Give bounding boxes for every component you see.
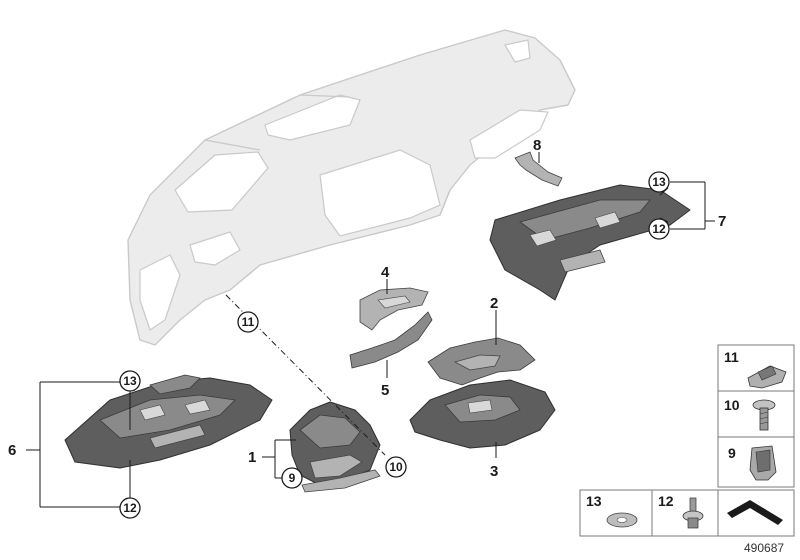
knee-cover-left-part-6 — [64, 374, 273, 469]
legend-item-12: 12 — [651, 489, 719, 537]
callout-11: 11 — [237, 311, 259, 333]
svg-text:12: 12 — [658, 493, 674, 509]
dashboard-illustration — [127, 29, 576, 346]
callout-12-right: 12 — [648, 218, 670, 240]
legend-item-13: 13 — [579, 489, 653, 537]
part-label-3: 3 — [490, 463, 498, 480]
part-label-4: 4 — [381, 264, 390, 281]
legend-item-11: 11 — [717, 344, 795, 392]
part-label-6: 6 — [8, 442, 16, 459]
callout-12-left: 12 — [119, 497, 141, 519]
svg-text:12: 12 — [123, 501, 137, 515]
svg-text:9: 9 — [728, 445, 736, 461]
callout-10: 10 — [385, 456, 407, 478]
part-label-8: 8 — [533, 137, 541, 154]
document-number: 490687 — [744, 541, 784, 555]
bracket-part-8 — [514, 151, 563, 187]
svg-text:12: 12 — [652, 222, 666, 236]
clip-nut-icon — [747, 365, 787, 389]
part-label-2: 2 — [490, 295, 498, 312]
trim-frame-parts-4-5 — [349, 287, 433, 369]
part-label-1: 1 — [248, 449, 256, 466]
legend-item-10: 10 — [717, 390, 795, 438]
legend-item-9: 9 — [717, 436, 795, 488]
svg-text:10: 10 — [389, 460, 403, 474]
expanding-rivet-icon — [682, 497, 704, 529]
callout-9: 9 — [281, 467, 303, 489]
svg-text:9: 9 — [289, 471, 296, 485]
svg-text:13: 13 — [652, 175, 666, 189]
callout-13-left: 13 — [119, 370, 141, 392]
svg-text:11: 11 — [724, 349, 739, 365]
part-label-7: 7 — [718, 213, 726, 230]
glove-box-part-1 — [289, 401, 381, 493]
washer-icon — [606, 512, 638, 528]
leader-lines — [26, 152, 715, 508]
spring-clip-icon — [749, 445, 777, 481]
part-labels: 8 7 4 5 2 3 6 1 — [8, 137, 726, 480]
legend-item-kit — [717, 489, 795, 537]
steering-trim-parts-2-3 — [409, 337, 556, 449]
svg-text:13: 13 — [123, 374, 137, 388]
screw-icon — [752, 399, 776, 431]
kit-symbol-icon — [727, 500, 783, 525]
svg-text:11: 11 — [242, 315, 255, 329]
svg-text:10: 10 — [724, 397, 740, 413]
svg-text:13: 13 — [586, 493, 602, 509]
callout-13-right: 13 — [648, 171, 670, 193]
knee-cover-right-part-7 — [489, 184, 691, 301]
part-label-5: 5 — [381, 382, 389, 399]
